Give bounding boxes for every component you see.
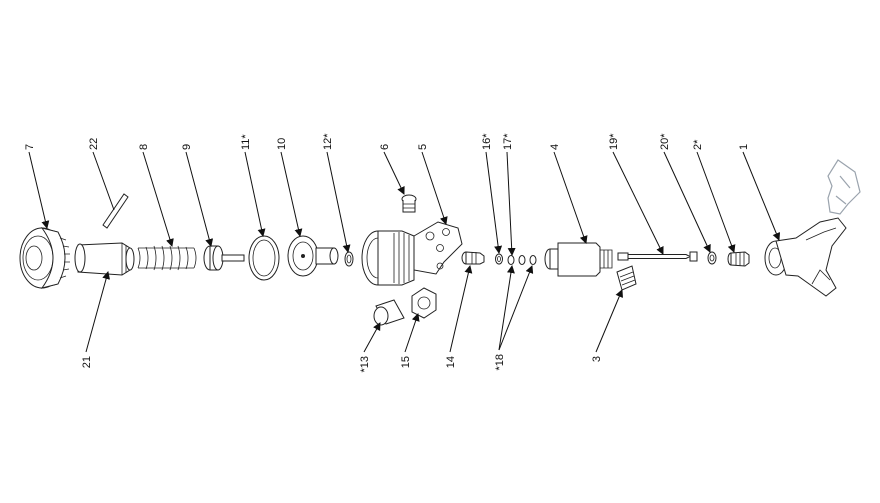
part-21-cylinder — [74, 242, 135, 276]
part-4-body — [544, 242, 613, 277]
leader-lines — [28, 151, 781, 353]
part-7-nut — [19, 227, 70, 289]
part-11-o-ring — [248, 235, 280, 281]
label-18: *18 — [494, 354, 506, 371]
label-3: 3 — [591, 356, 603, 362]
part-12-ring — [344, 251, 354, 267]
label-6: 6 — [379, 144, 391, 150]
part-19-needle — [617, 251, 698, 262]
label-12: 12* — [322, 133, 334, 150]
part-18-washers — [507, 255, 537, 265]
part-labels: 7 22 8 9 11* 10 12* 6 5 16* 17* 4 19* 20… — [24, 133, 750, 373]
label-17: 17* — [502, 133, 514, 150]
part-6-screw — [401, 194, 417, 213]
part-14-fitting — [461, 251, 485, 265]
label-9: 9 — [181, 144, 193, 150]
label-11: 11* — [240, 134, 252, 150]
label-13: *13 — [359, 356, 371, 373]
label-14: 14 — [445, 356, 457, 368]
part-20-ring — [707, 251, 717, 265]
part-13-bushing — [373, 299, 405, 326]
label-2: 2* — [692, 139, 704, 150]
label-15: 15 — [400, 356, 412, 368]
label-16: 16* — [481, 133, 493, 150]
label-20: 20* — [659, 133, 671, 150]
part-10-diaphragm — [287, 235, 339, 277]
label-7: 7 — [24, 144, 36, 150]
label-8: 8 — [138, 144, 150, 150]
label-22: 22 — [88, 138, 100, 150]
label-1: 1 — [738, 144, 750, 150]
ghost-guard-sketch — [827, 159, 861, 215]
label-5: 5 — [417, 144, 429, 150]
part-5-housing — [361, 221, 463, 286]
part-1-guard — [764, 217, 847, 297]
label-21: 21 — [81, 356, 93, 368]
part-15-hex-nut — [411, 287, 437, 319]
label-4: 4 — [549, 144, 561, 150]
part-2-tip — [727, 251, 750, 267]
label-10: 10 — [276, 138, 288, 150]
part-9-stem — [203, 245, 245, 271]
part-22-pin — [102, 193, 129, 229]
part-3-insert — [616, 265, 637, 291]
part-16-seal — [495, 253, 503, 265]
label-19: 19* — [608, 133, 620, 150]
part-8-spring — [137, 245, 197, 271]
